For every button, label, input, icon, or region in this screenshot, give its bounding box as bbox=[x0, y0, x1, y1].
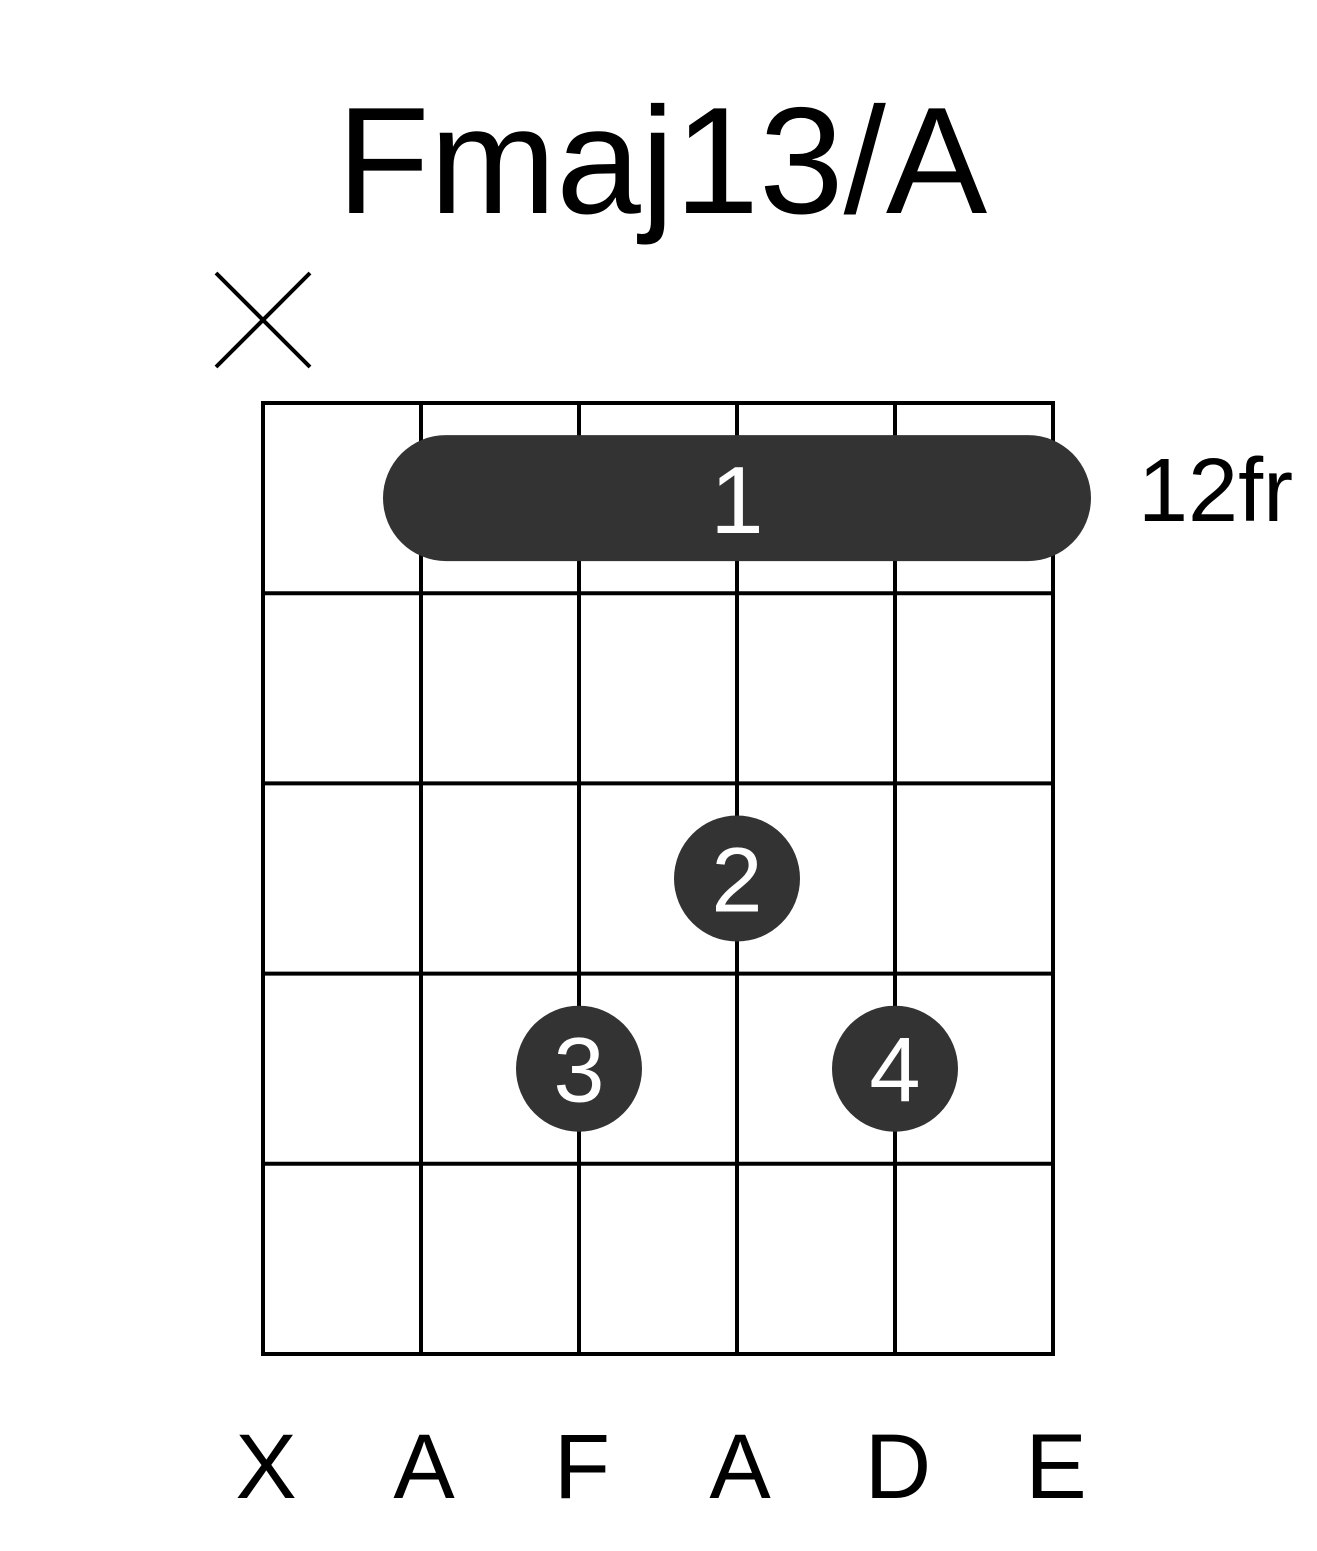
finger-dot bbox=[674, 815, 800, 942]
string-note-label: F bbox=[554, 1416, 610, 1518]
muted-markers bbox=[214, 271, 312, 369]
barre-finger-label: 1 bbox=[710, 447, 763, 554]
finger-dot bbox=[832, 1005, 958, 1132]
string-note-label: A bbox=[709, 1416, 771, 1518]
string-note-label: A bbox=[393, 1416, 455, 1518]
string-note-label: E bbox=[1025, 1416, 1086, 1518]
string-note-label: D bbox=[865, 1416, 931, 1518]
muted-string-icon bbox=[214, 271, 312, 369]
fret-position-label: 12fr bbox=[1138, 441, 1293, 541]
finger-dots: 2 3 4 bbox=[516, 815, 958, 1132]
string-note-label: X bbox=[235, 1416, 296, 1518]
chord-title: Fmaj13/A bbox=[337, 76, 988, 246]
finger-number: 4 bbox=[869, 1020, 920, 1122]
finger-number: 3 bbox=[553, 1020, 604, 1122]
barre: 1 bbox=[383, 435, 1091, 562]
finger-dot bbox=[516, 1005, 642, 1132]
finger-number: 2 bbox=[711, 830, 762, 932]
barre-bar bbox=[383, 435, 1091, 562]
